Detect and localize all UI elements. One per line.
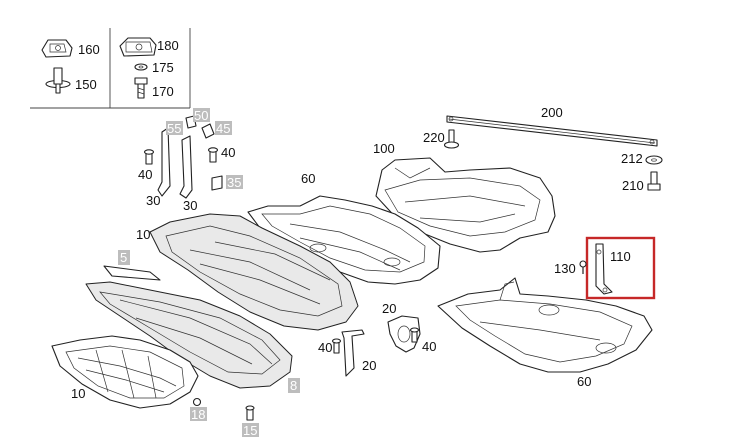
bolt-210	[647, 171, 661, 191]
bracket-20-right	[387, 315, 421, 353]
bolt-220	[443, 129, 460, 149]
clip-35	[211, 175, 223, 191]
highlight-box-110	[585, 236, 656, 300]
tag-35: 35	[226, 175, 243, 190]
callout-15: 15	[243, 423, 257, 438]
callout-212: 212	[621, 151, 643, 166]
strip-5	[103, 265, 161, 281]
callout-10-b: 10	[71, 386, 85, 401]
tag-8: 8	[288, 378, 300, 393]
callout-110: 110	[610, 249, 631, 264]
callout-50: 50	[194, 108, 208, 123]
bracket-30-right	[179, 135, 193, 199]
bolt-icon	[134, 77, 148, 99]
legend-label-180: 180	[157, 38, 179, 53]
tunnel-cover-100	[375, 157, 556, 253]
bracket-20-left	[341, 329, 365, 377]
clip-45	[201, 123, 215, 139]
callout-40-c: 40	[318, 340, 332, 355]
callout-40-d: 40	[422, 339, 436, 354]
tag-15: 15	[242, 423, 259, 438]
callout-100: 100	[373, 141, 395, 156]
push-pin-icon	[45, 67, 71, 94]
bolt-40-right	[207, 147, 219, 163]
legend-box: 160 150 180 175 170	[30, 28, 191, 109]
bumper-cover	[85, 281, 293, 389]
engine-shield-10	[149, 213, 359, 331]
tag-18: 18	[190, 407, 207, 422]
callout-40-a: 40	[138, 167, 152, 182]
tag-5: 5	[118, 250, 130, 265]
callout-20-b: 20	[382, 301, 396, 316]
callout-30-a: 30	[146, 193, 160, 208]
callout-60-right: 60	[577, 374, 591, 389]
callout-35: 35	[227, 175, 241, 190]
callout-60-top: 60	[301, 171, 315, 186]
legend-label-175: 175	[152, 60, 174, 75]
bolt-15	[245, 405, 255, 421]
bracket-110	[595, 243, 613, 295]
callout-10-a: 10	[136, 227, 150, 242]
callout-8: 8	[290, 378, 297, 393]
bolt-130	[579, 260, 587, 274]
callout-130: 130	[554, 261, 576, 276]
tag-45: 45	[215, 121, 232, 136]
callout-55: 55	[167, 121, 181, 136]
bolt-40-left	[143, 149, 155, 165]
callout-200: 200	[541, 105, 563, 120]
cross-strut-200	[446, 115, 658, 147]
tag-55: 55	[166, 121, 183, 136]
rear-panel-60	[437, 277, 653, 373]
callout-45: 45	[216, 121, 230, 136]
spring-nut-icon	[119, 37, 157, 57]
callout-30-b: 30	[183, 198, 197, 213]
legend-label-160: 160	[78, 42, 100, 57]
callout-40-b: 40	[221, 145, 235, 160]
bolt-40-center-right	[409, 327, 420, 343]
washer-icon	[134, 63, 148, 71]
front-under-panel-10	[51, 335, 199, 409]
nut-18	[192, 397, 202, 407]
clip-nut-icon	[41, 39, 73, 58]
callout-20-a: 20	[362, 358, 376, 373]
bracket-30-left	[157, 127, 171, 197]
callout-18: 18	[191, 407, 205, 422]
washer-212	[645, 155, 663, 165]
callout-5: 5	[120, 250, 127, 265]
tag-50: 50	[193, 108, 210, 123]
bolt-40-center-left	[331, 338, 342, 354]
callout-210: 210	[622, 178, 644, 193]
legend-label-170: 170	[152, 84, 174, 99]
callout-220: 220	[423, 130, 445, 145]
legend-label-150: 150	[75, 77, 97, 92]
